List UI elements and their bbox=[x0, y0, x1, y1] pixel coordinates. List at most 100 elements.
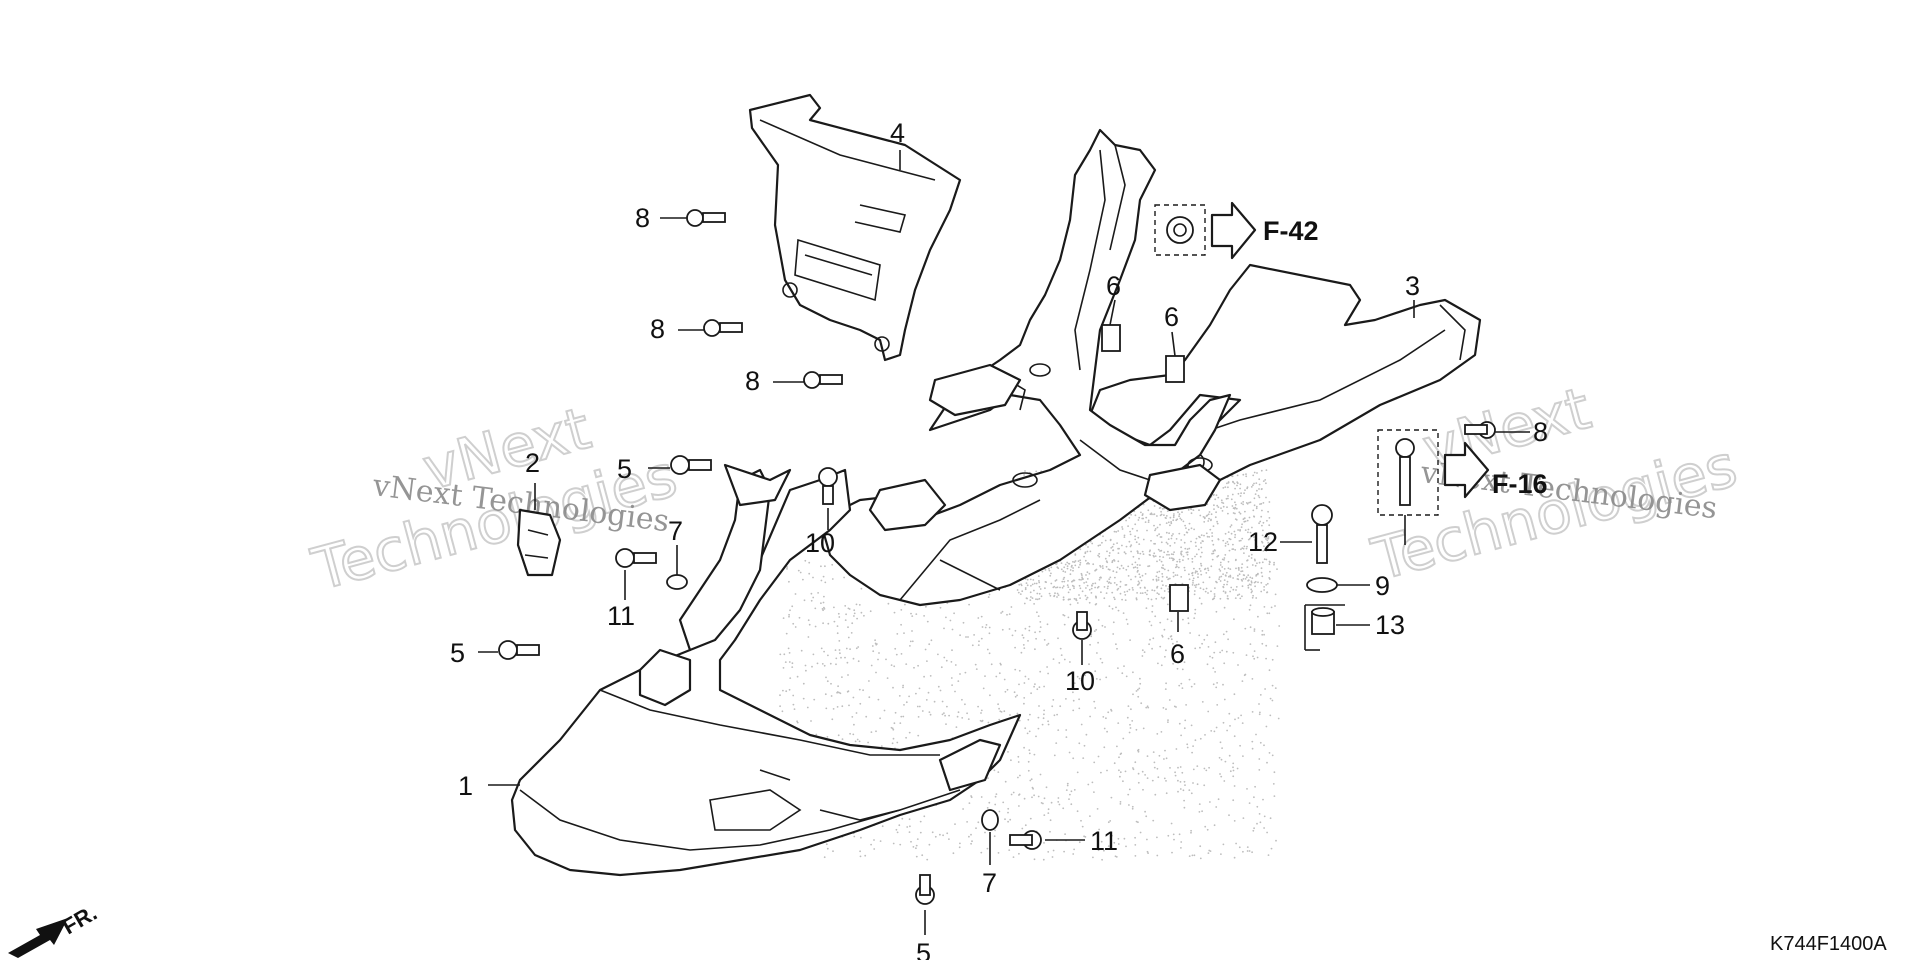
bolt-11a bbox=[615, 548, 657, 568]
stipple-dot bbox=[1237, 717, 1240, 719]
stipple-dot bbox=[1263, 558, 1266, 561]
stipple-dot bbox=[802, 697, 805, 700]
stipple-dot bbox=[1194, 612, 1196, 615]
stipple-dot bbox=[1116, 542, 1118, 544]
stipple-dot bbox=[939, 606, 942, 609]
stipple-dot bbox=[891, 742, 894, 745]
stipple-dot bbox=[1069, 588, 1071, 591]
stipple-dot bbox=[1076, 675, 1079, 678]
stipple-dot bbox=[1219, 580, 1222, 582]
stipple-dot bbox=[1004, 818, 1006, 821]
stipple-dot bbox=[1153, 505, 1156, 507]
stipple-dot bbox=[1173, 838, 1175, 841]
stipple-dot bbox=[987, 777, 989, 779]
stipple-dot bbox=[1167, 569, 1170, 572]
stipple-dot bbox=[980, 796, 983, 798]
stipple-dot bbox=[1243, 574, 1246, 577]
stipple-dot bbox=[1241, 537, 1244, 540]
stipple-dot bbox=[905, 663, 908, 665]
stipple-dot bbox=[1127, 565, 1130, 568]
stipple-dot bbox=[1198, 567, 1201, 570]
stipple-dot bbox=[934, 835, 937, 838]
stipple-dot bbox=[1135, 541, 1138, 544]
stipple-dot bbox=[1263, 744, 1265, 747]
stipple-dot bbox=[1212, 683, 1215, 686]
stipple-dot bbox=[1259, 741, 1262, 744]
stipple-dot bbox=[1234, 597, 1237, 599]
stipple-dot bbox=[1212, 552, 1215, 555]
stipple-dot bbox=[1216, 704, 1219, 706]
stipple-dot bbox=[1250, 486, 1253, 488]
stipple-dot bbox=[1219, 570, 1222, 572]
stipple-dot bbox=[1227, 481, 1230, 484]
stipple-dot bbox=[1251, 596, 1254, 599]
stipple-dot bbox=[1194, 739, 1197, 742]
stipple-dot bbox=[1192, 745, 1194, 747]
stipple-dot bbox=[846, 690, 849, 693]
stipple-dot bbox=[1182, 618, 1184, 621]
stipple-dot bbox=[1151, 605, 1154, 607]
stipple-dot bbox=[1235, 842, 1237, 845]
stipple-dot bbox=[1207, 569, 1210, 572]
stipple-dot bbox=[874, 639, 876, 642]
stipple-dot bbox=[1187, 558, 1190, 560]
stipple-dot bbox=[859, 702, 862, 705]
stipple-dot bbox=[1206, 663, 1209, 666]
part-4-upper-cover bbox=[748, 93, 962, 362]
stipple-dot bbox=[1023, 697, 1026, 699]
stipple-dot bbox=[1029, 578, 1032, 581]
stipple-dot bbox=[1213, 493, 1215, 496]
stipple-dot bbox=[968, 603, 970, 606]
stipple-dot bbox=[1192, 509, 1195, 511]
stipple-dot bbox=[1113, 598, 1116, 601]
stipple-dot bbox=[1253, 630, 1256, 632]
stipple-dot bbox=[1207, 520, 1210, 522]
stipple-dot bbox=[1008, 613, 1011, 615]
stipple-dot bbox=[1134, 538, 1137, 541]
stipple-dot bbox=[1137, 580, 1140, 583]
stipple-dot bbox=[1124, 584, 1127, 586]
stipple-dot bbox=[865, 715, 868, 718]
stipple-dot bbox=[1260, 567, 1263, 570]
stipple-dot bbox=[817, 592, 819, 594]
stipple-dot bbox=[1078, 841, 1081, 844]
stipple-dot bbox=[970, 842, 972, 845]
stipple-dot bbox=[1141, 655, 1144, 657]
stipple-dot bbox=[798, 616, 801, 619]
stipple-dot bbox=[1159, 645, 1162, 648]
stipple-dot bbox=[1188, 789, 1191, 791]
stipple-dot bbox=[1057, 567, 1060, 570]
stipple-dot bbox=[1237, 529, 1239, 531]
stipple-dot bbox=[931, 831, 934, 834]
stipple-dot bbox=[937, 685, 940, 688]
stipple-dot bbox=[1160, 664, 1163, 667]
stipple-dot bbox=[1107, 821, 1110, 824]
stipple-dot bbox=[831, 563, 834, 566]
stipple-dot bbox=[1138, 557, 1140, 560]
stipple-dot bbox=[792, 622, 795, 625]
stipple-dot bbox=[1105, 676, 1108, 679]
stipple-dot bbox=[1143, 586, 1146, 589]
stipple-dot bbox=[1227, 512, 1229, 515]
stipple-dot bbox=[945, 659, 948, 662]
stipple-dot bbox=[1269, 561, 1271, 564]
stipple-dot bbox=[981, 626, 984, 628]
stipple-dot bbox=[1271, 684, 1274, 687]
stipple-dot bbox=[1186, 743, 1189, 746]
stipple-dot bbox=[1192, 577, 1195, 580]
stipple-dot bbox=[980, 851, 983, 854]
stipple-dot bbox=[939, 833, 941, 836]
stipple-dot bbox=[988, 801, 991, 804]
stipple-dot bbox=[1246, 559, 1249, 561]
stipple-dot bbox=[1072, 709, 1075, 712]
stipple-dot bbox=[836, 706, 839, 708]
stipple-dot bbox=[1238, 573, 1241, 576]
stipple-dot bbox=[1175, 706, 1177, 708]
stipple-dot bbox=[1046, 666, 1048, 668]
stipple-dot bbox=[1184, 547, 1187, 550]
stipple-dot bbox=[1170, 521, 1172, 523]
stipple-dot bbox=[1141, 770, 1144, 773]
stipple-dot bbox=[820, 647, 823, 650]
stipple-dot bbox=[1035, 470, 1038, 473]
stipple-dot bbox=[1099, 564, 1101, 567]
